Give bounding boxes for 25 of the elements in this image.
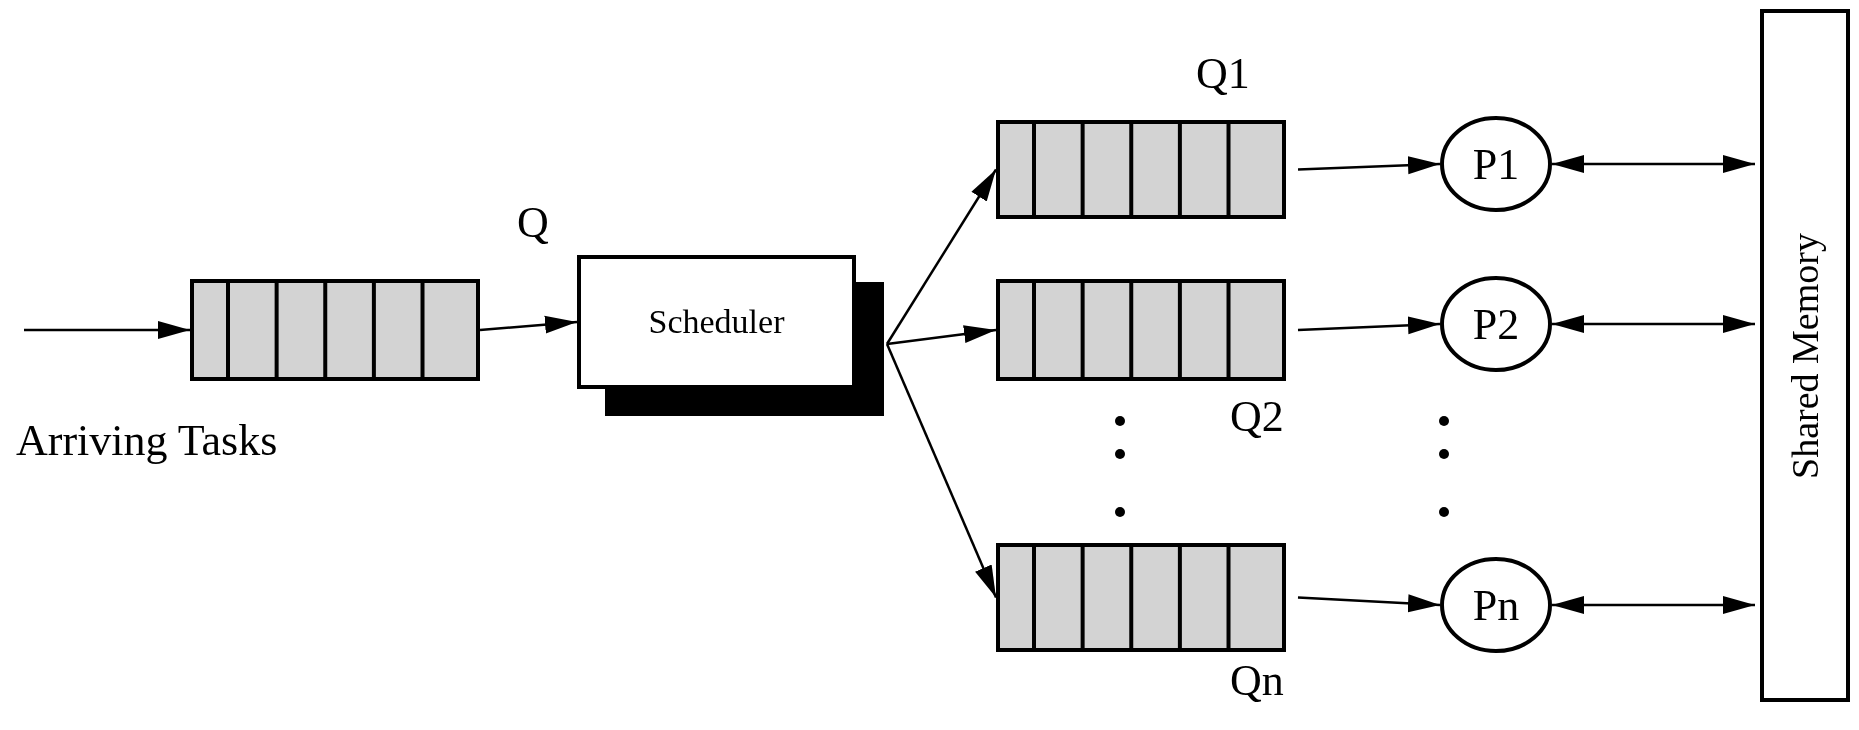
arrow: [1297, 156, 1441, 175]
processor-label: P1: [1472, 138, 1520, 190]
arrow: [1297, 316, 1441, 335]
queue-label: Q: [517, 201, 549, 245]
arrow: [1552, 155, 1755, 173]
processor-circle: [1440, 557, 1552, 653]
arrow: [885, 343, 998, 598]
processor-circle: [1440, 116, 1552, 212]
input-label: Arriving Tasks: [16, 415, 278, 466]
memory-label: Shared Memory: [1783, 232, 1827, 479]
queue-label: Q1: [1196, 52, 1250, 96]
arrow: [886, 325, 997, 346]
processor-label: P2: [1472, 298, 1520, 350]
queue-label: Qn: [1230, 659, 1284, 703]
arrow: [1552, 596, 1755, 614]
arrow: [24, 321, 190, 339]
arrow: [1297, 594, 1441, 613]
box-label: Scheduler: [648, 303, 785, 341]
processor-circle: [1440, 276, 1552, 372]
queue-label: Q2: [1230, 395, 1284, 439]
arrow: [885, 168, 998, 345]
arrow: [1552, 315, 1755, 333]
memory-box: [1760, 9, 1850, 702]
processor-label: Pn: [1472, 579, 1520, 631]
arrow: [479, 315, 578, 334]
